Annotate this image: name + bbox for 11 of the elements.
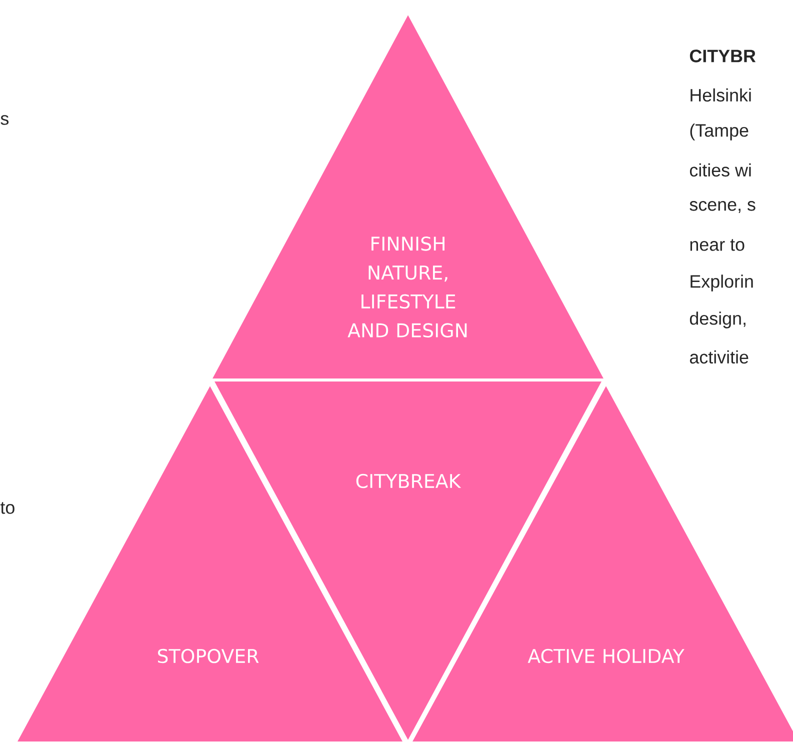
text: s (0, 115, 9, 125)
node-label: CITYBREAK (356, 474, 462, 488)
text: design, (690, 312, 746, 328)
text: cities wi (690, 163, 751, 177)
text: CITYBR (690, 50, 756, 62)
text: near to (690, 239, 744, 251)
text: activitie (690, 350, 748, 364)
text: (Tampe (690, 124, 748, 140)
text: scene, s (690, 201, 756, 213)
text: Explorin (690, 274, 753, 292)
text: Helsinki (690, 88, 751, 102)
